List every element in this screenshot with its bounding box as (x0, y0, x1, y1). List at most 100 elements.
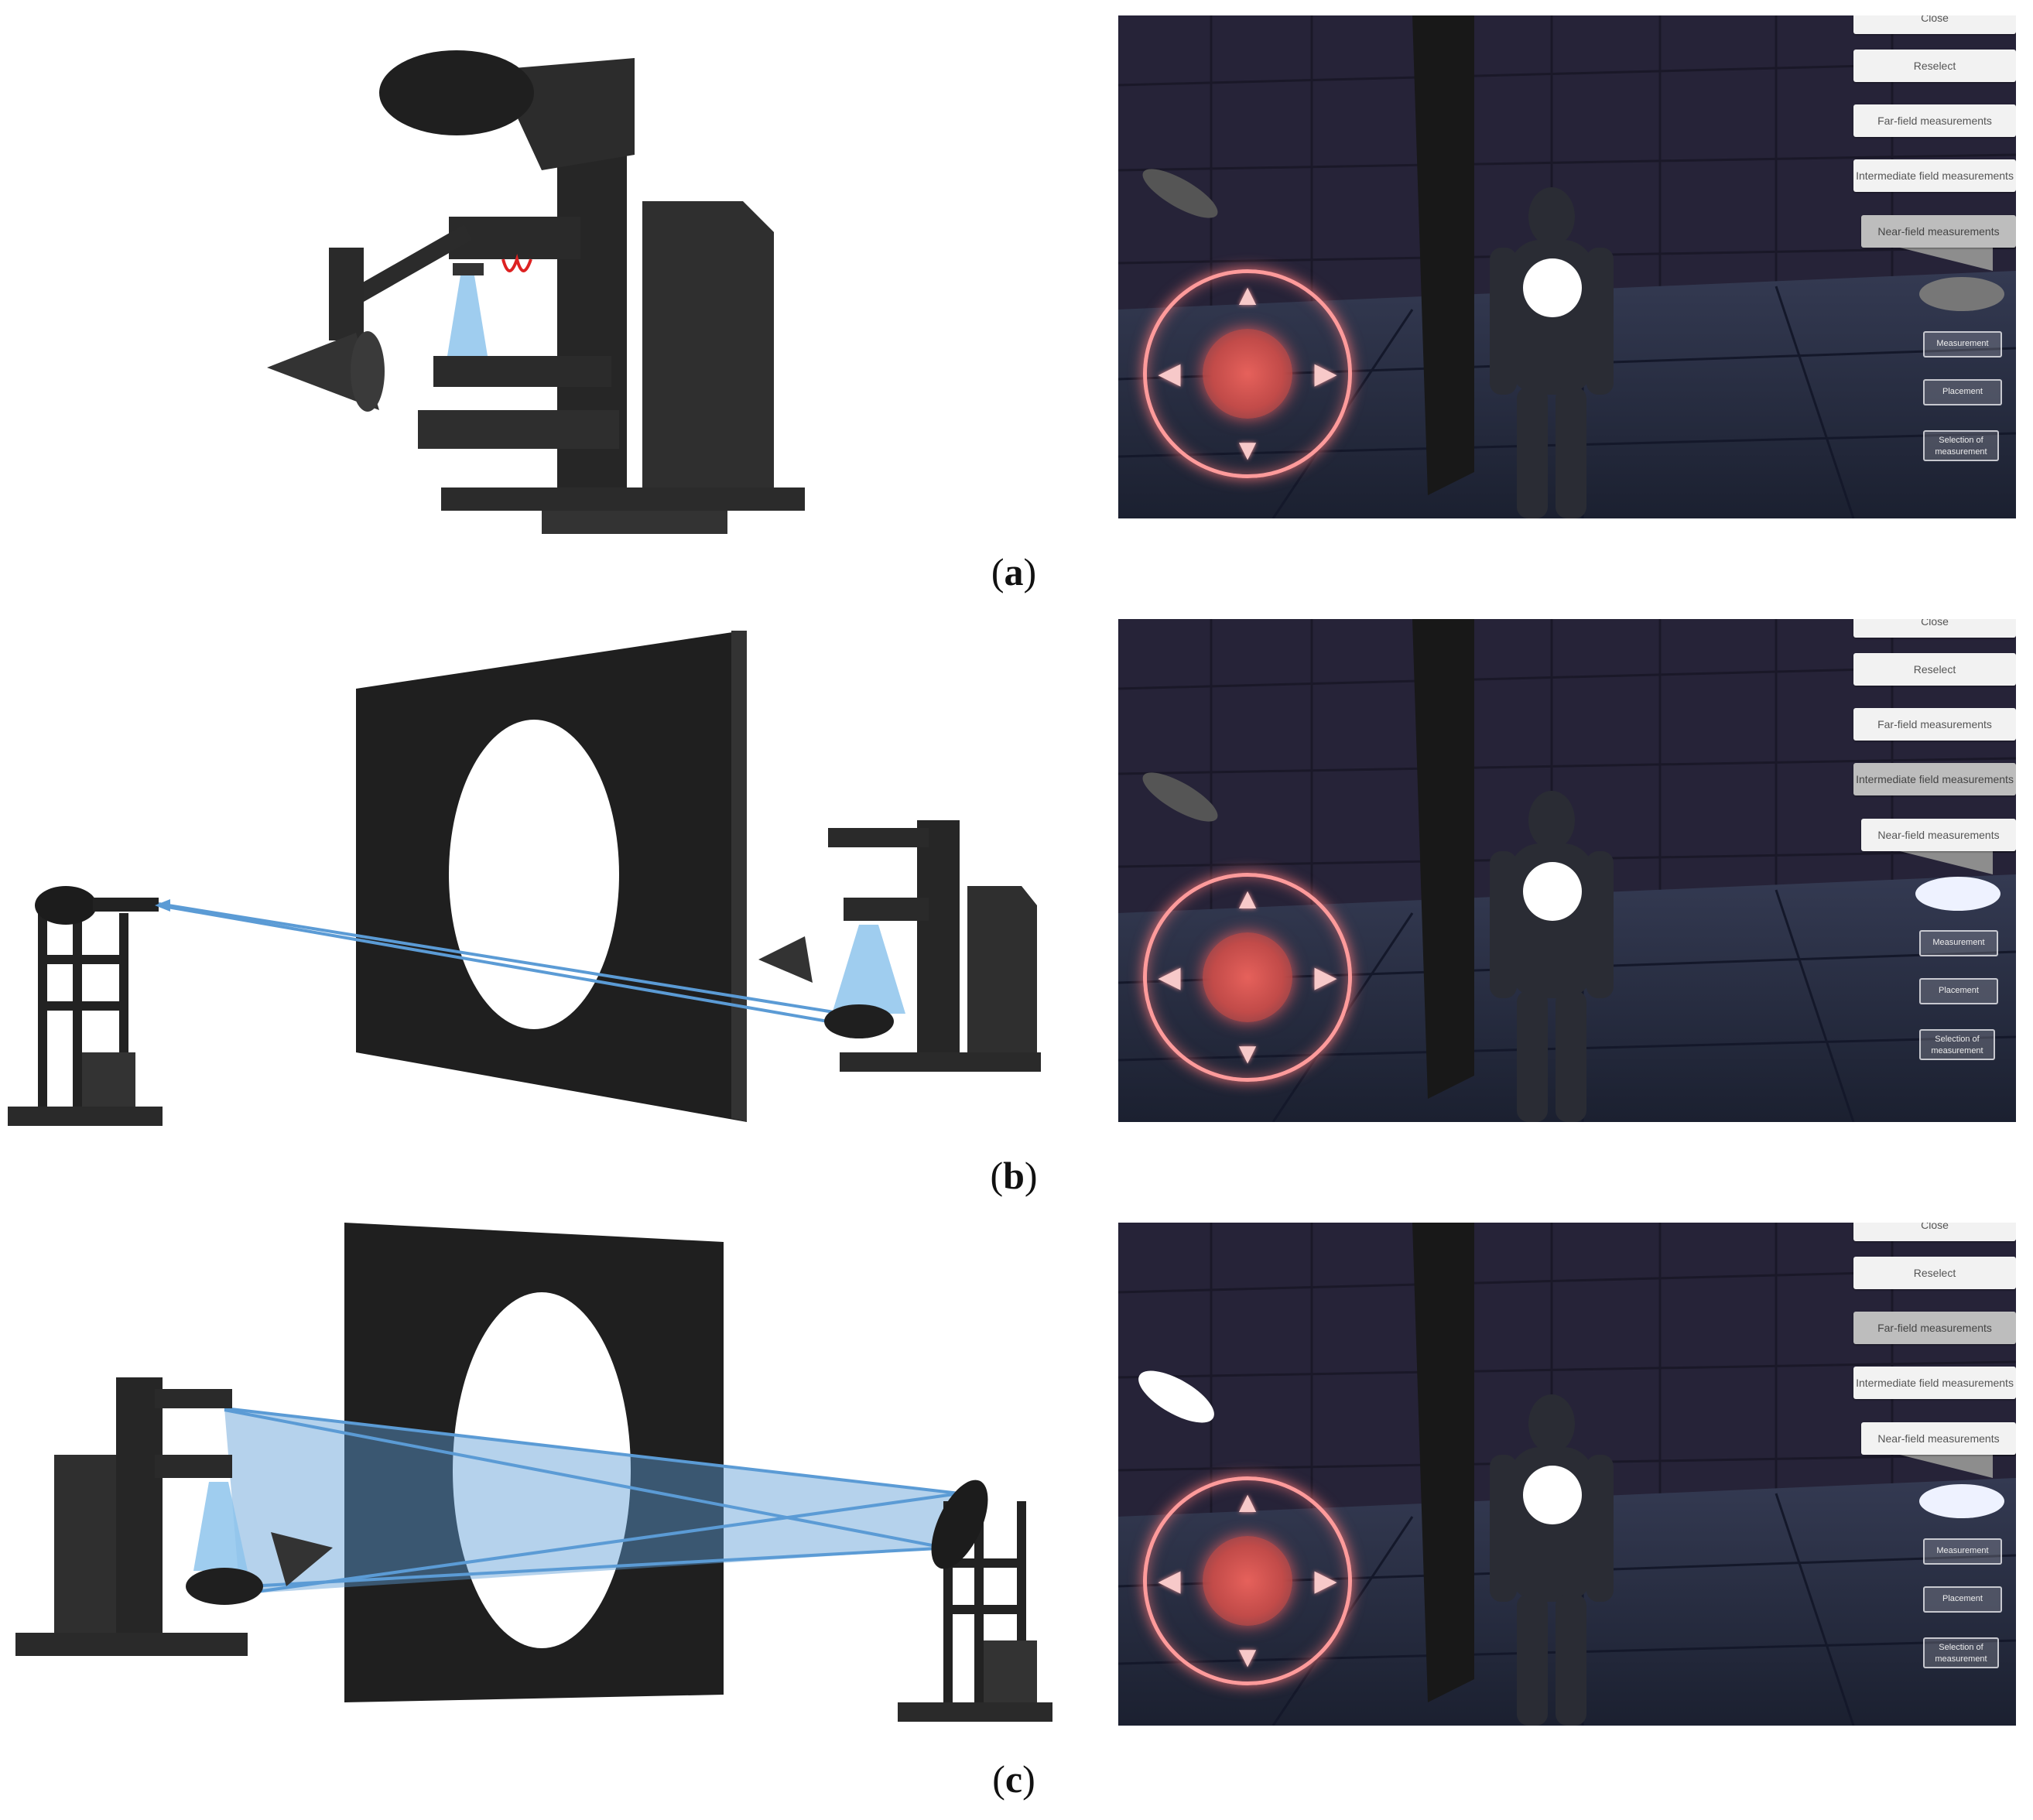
panel-a: (a) (0, 15, 2033, 594)
scanner-base (441, 488, 805, 511)
placement-button[interactable]: Placement (1923, 1586, 2002, 1613)
beam-path (158, 902, 844, 1023)
horn-mount (329, 248, 364, 340)
vr-scene-view[interactable]: Close Reselect Far-field measurements In… (1118, 1223, 2016, 1726)
tower-frame (38, 913, 128, 1107)
horn-aperture (351, 331, 385, 412)
arrow-right-icon[interactable]: ▶ (1314, 1565, 1337, 1597)
scanner-lower-arm (418, 410, 619, 449)
arrow-right-icon[interactable]: ▶ (1314, 961, 1337, 994)
tower-block (975, 1640, 1037, 1702)
reflector-dish (186, 1568, 263, 1605)
scanner-cabinet (967, 886, 1037, 1052)
far-field-setup-model (15, 1223, 1052, 1722)
scanner-base-rail (542, 511, 727, 534)
caption-b: (b) (990, 1154, 1038, 1197)
selection-of-measurement-button[interactable]: Selection of measurement (1923, 430, 1999, 461)
scanner-cabinet (642, 201, 774, 488)
near-field-button[interactable]: Near-field measurements (1861, 1422, 2016, 1455)
close-button[interactable]: Close (1853, 1223, 2016, 1241)
arrow-up-icon[interactable]: ▲ (1233, 279, 1262, 312)
tower-dish (35, 886, 97, 925)
arrow-left-icon[interactable]: ◀ (1158, 358, 1181, 390)
scanner-top-arm (155, 1389, 232, 1408)
tower-dish (931, 1480, 988, 1569)
reselect-button[interactable]: Reselect (1853, 653, 2016, 686)
top-dish (379, 50, 534, 135)
selection-of-measurement-button[interactable]: Selection of measurement (1919, 1029, 1995, 1060)
scanner-cabinet (54, 1455, 132, 1633)
scanner-base (840, 1052, 1041, 1072)
virtual-joystick[interactable]: ▲ ▼ ◀ ▶ (1143, 1476, 1352, 1685)
intermediate-field-model-view (0, 619, 1083, 1145)
caption-c: (c) (992, 1757, 1035, 1801)
probe-beam (832, 925, 905, 1014)
joystick-knob[interactable] (1203, 329, 1292, 419)
panel-c: (c) (0, 1223, 2033, 1801)
near-field-button[interactable]: Near-field measurements (1861, 819, 2016, 851)
cable (501, 254, 532, 272)
virtual-joystick[interactable]: ▲ ▼ ◀ ▶ (1143, 269, 1352, 478)
caption-a: (a) (991, 550, 1037, 594)
selection-of-measurement-button[interactable]: Selection of measurement (1923, 1637, 1999, 1668)
intermediate-field-button[interactable]: Intermediate field measurements (1853, 763, 2016, 795)
joystick-knob[interactable] (1203, 932, 1292, 1022)
tower-feed-arm (93, 898, 159, 912)
reselect-button[interactable]: Reselect (1853, 1257, 2016, 1289)
probe-beam (447, 271, 488, 356)
scanner-column (116, 1377, 163, 1633)
scanner-carriage (433, 356, 611, 387)
intermediate-field-setup-model (8, 631, 1041, 1126)
tower-base (898, 1702, 1052, 1722)
far-field-button[interactable]: Far-field measurements (1853, 104, 2016, 137)
intermediate-field-button[interactable]: Intermediate field measurements (1853, 159, 2016, 192)
beam-path (224, 1407, 960, 1596)
arrow-left-icon[interactable]: ◀ (1158, 1565, 1181, 1597)
close-button[interactable]: Close (1853, 15, 2016, 34)
arrow-down-icon[interactable]: ▼ (1233, 1641, 1262, 1674)
arrow-up-icon[interactable]: ▲ (1233, 883, 1262, 915)
joystick-knob[interactable] (1203, 1536, 1292, 1626)
intermediate-field-button[interactable]: Intermediate field measurements (1853, 1367, 2016, 1399)
wall-edge (731, 631, 747, 1122)
horn-antenna (267, 333, 379, 410)
scanner-mid-arm (844, 898, 929, 921)
arrow-up-icon[interactable]: ▲ (1233, 1486, 1262, 1519)
scanner-top-arm (828, 828, 929, 847)
far-field-model-view (0, 1223, 1083, 1749)
arrow-down-icon[interactable]: ▼ (1233, 1038, 1262, 1070)
near-field-scanner-model (267, 50, 805, 534)
caption-letter: c (1005, 1757, 1023, 1801)
caption-letter: a (1004, 550, 1024, 594)
near-field-button[interactable]: Near-field measurements (1861, 215, 2016, 248)
scanner-column (917, 820, 960, 1052)
virtual-joystick[interactable]: ▲ ▼ ◀ ▶ (1143, 873, 1352, 1082)
probe-beam (193, 1482, 248, 1571)
arrow-left-icon[interactable]: ◀ (1158, 961, 1181, 994)
placement-button[interactable]: Placement (1919, 978, 1998, 1004)
far-field-button[interactable]: Far-field measurements (1853, 708, 2016, 741)
wall-aperture (449, 720, 619, 1029)
tower-base (8, 1107, 163, 1126)
placement-button[interactable]: Placement (1923, 379, 2002, 405)
scanner-base (15, 1633, 248, 1656)
probe-head (453, 263, 484, 275)
caption-letter: b (1003, 1154, 1025, 1197)
vr-scene-view[interactable]: Close Reselect Far-field measurements In… (1118, 15, 2016, 518)
arrow-down-icon[interactable]: ▼ (1233, 434, 1262, 467)
panel-b: (b) (0, 619, 2033, 1197)
vr-scene-view[interactable]: Close Reselect Far-field measurements In… (1118, 619, 2016, 1122)
arrow-right-icon[interactable]: ▶ (1314, 358, 1337, 390)
horn-antenna (758, 936, 813, 983)
measurement-button[interactable]: Measurement (1923, 1538, 2002, 1565)
tower-frame (943, 1501, 1026, 1702)
horn-arm (356, 224, 472, 302)
near-field-model-view (0, 15, 1083, 542)
reselect-button[interactable]: Reselect (1853, 50, 2016, 82)
measurement-button[interactable]: Measurement (1923, 331, 2002, 358)
far-field-button[interactable]: Far-field measurements (1853, 1312, 2016, 1344)
measurement-button[interactable]: Measurement (1919, 930, 1998, 956)
horn-antenna (271, 1532, 333, 1586)
close-button[interactable]: Close (1853, 619, 2016, 638)
